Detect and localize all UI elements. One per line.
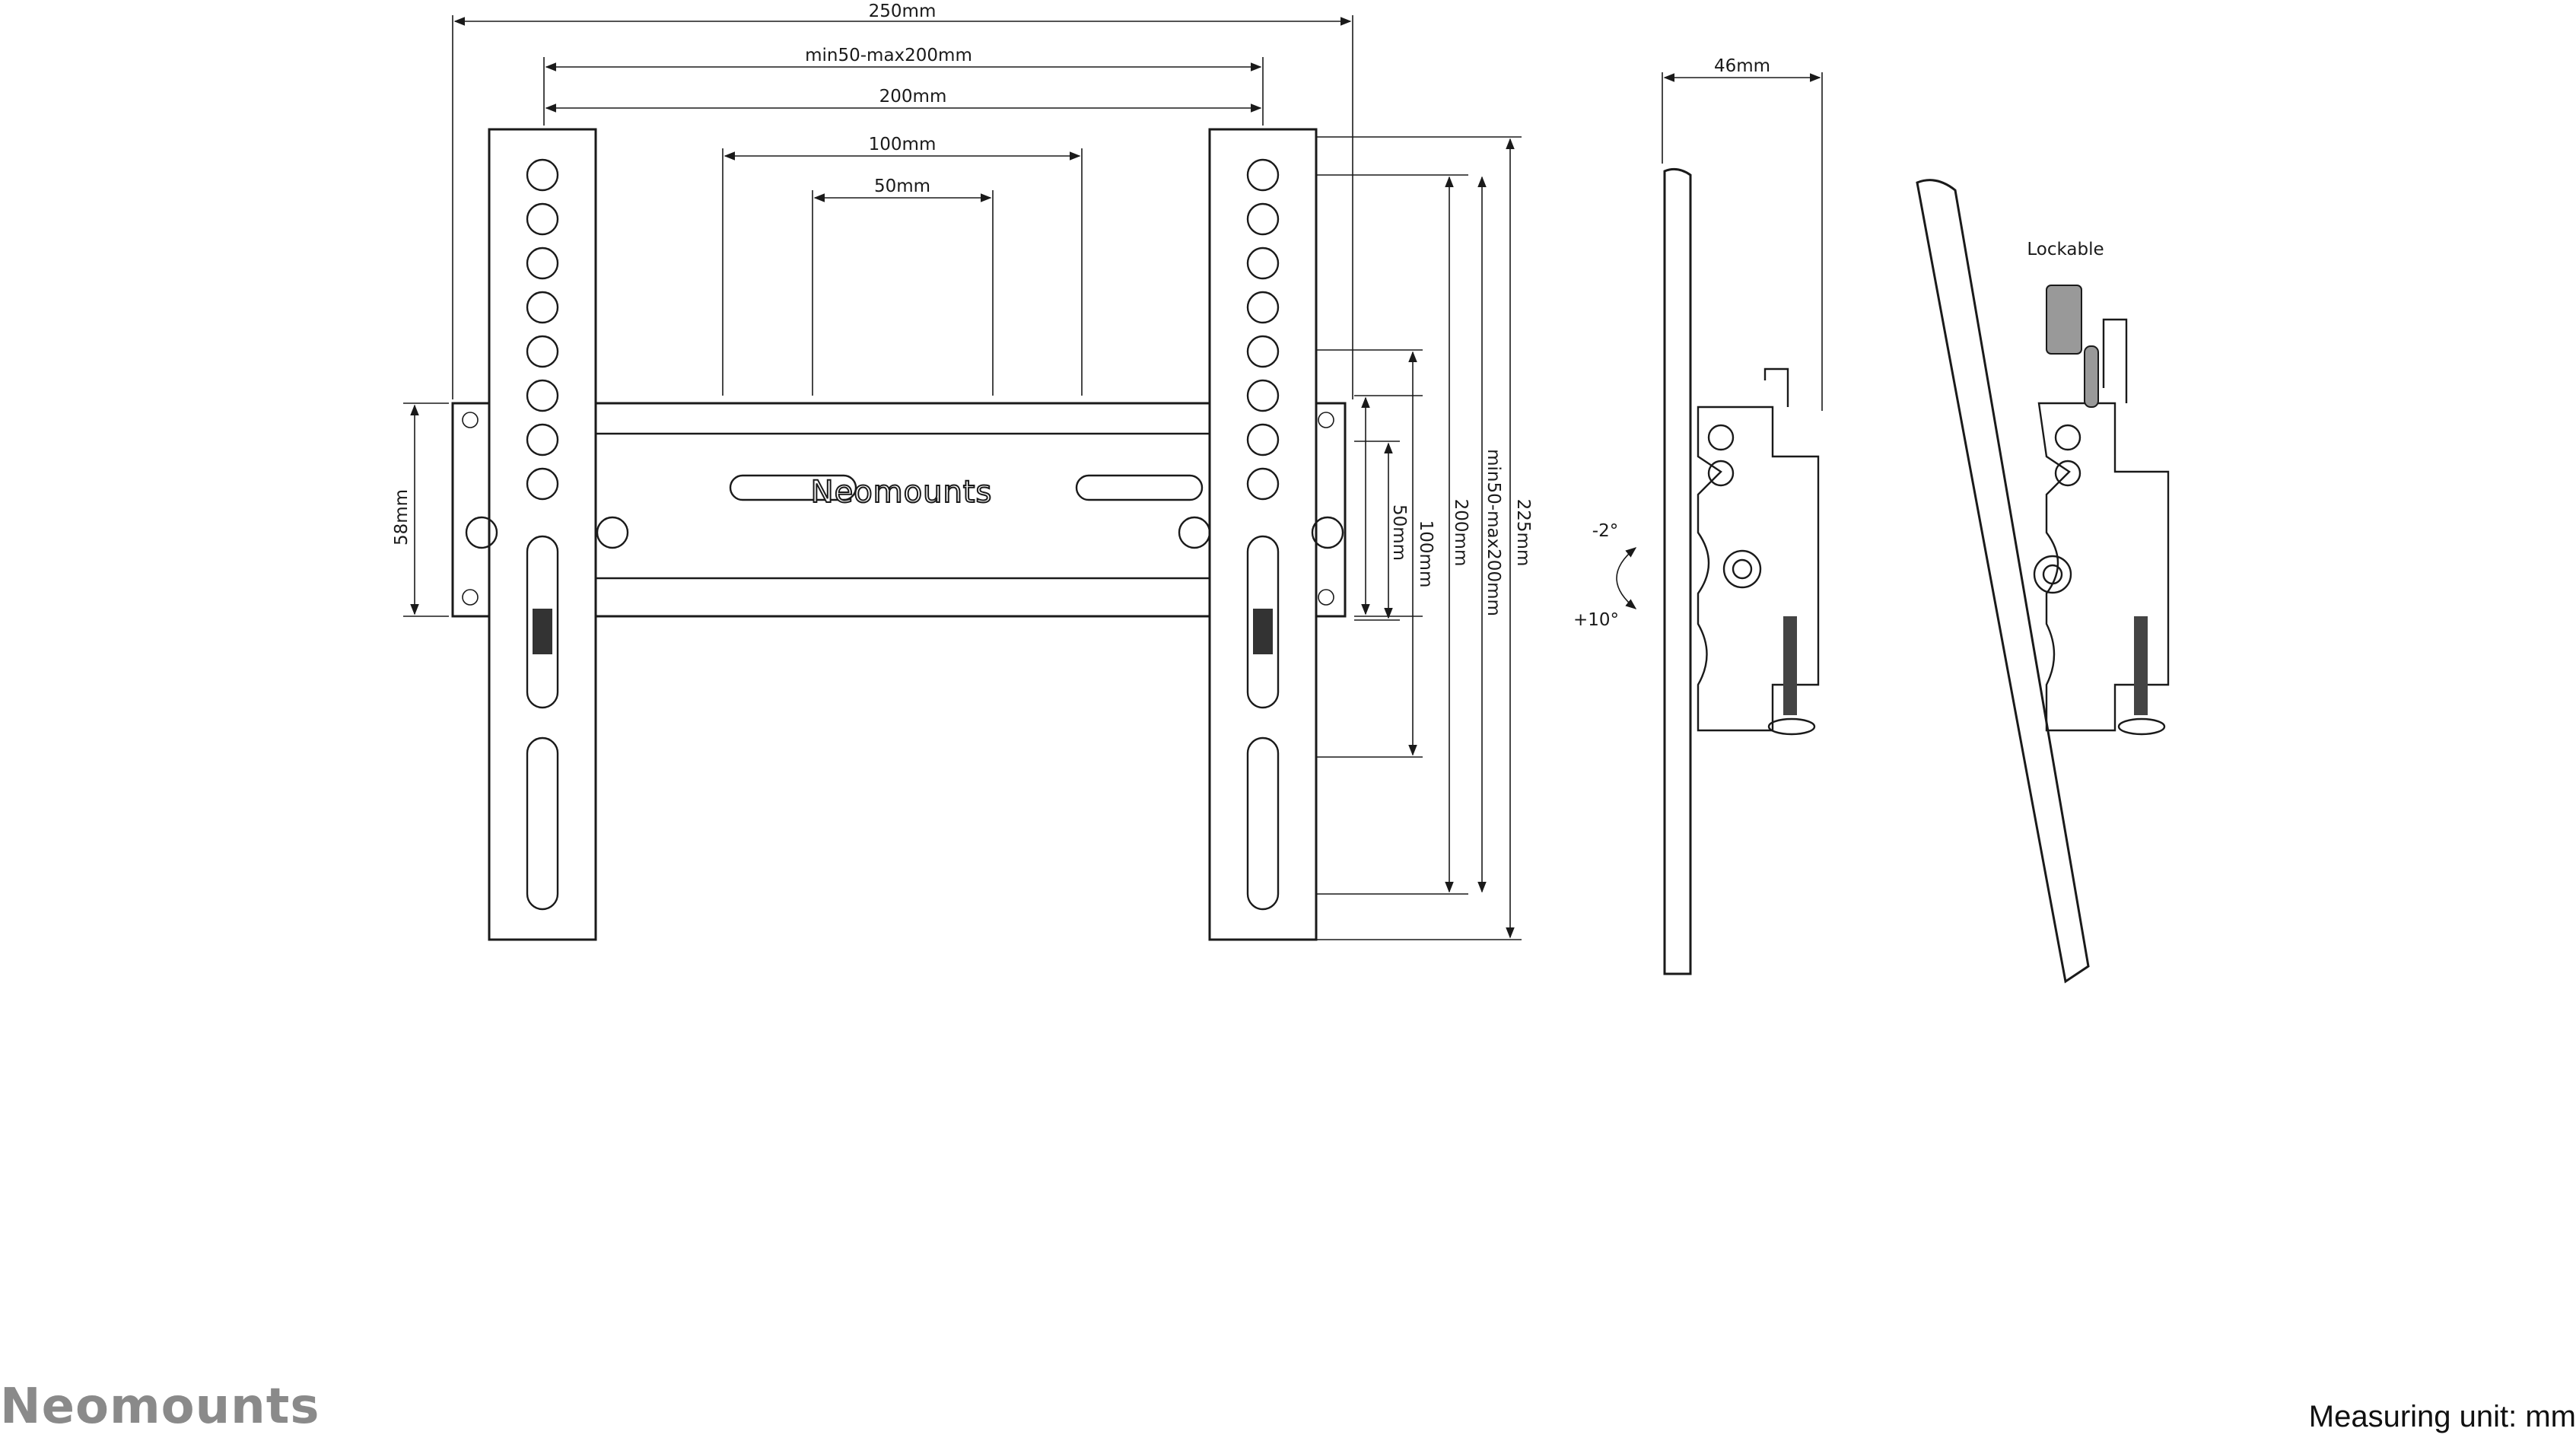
brand-logo: Neomounts — [0, 1379, 320, 1435]
mounting-hole — [1246, 423, 1280, 456]
side-view: 46mm -2° +10° — [1573, 56, 1823, 975]
mounting-hole — [526, 158, 559, 192]
vertical-dimensions: 50mm 100mm 200mm min50-max200mm 225mm — [1316, 136, 1533, 940]
mounting-hole — [526, 247, 559, 280]
mounting-hole — [1246, 247, 1280, 280]
right-vertical-plate — [1178, 128, 1344, 941]
plate-logo: Neomounts — [811, 475, 993, 510]
rail-bar: Neomounts — [592, 402, 1211, 618]
tilt-up-angle: -2° — [1592, 521, 1618, 541]
dim-depth: 46mm — [1714, 56, 1770, 76]
rail-height-dimension: 58mm — [392, 402, 449, 617]
mounting-hole — [1246, 335, 1280, 368]
mounting-hole — [1246, 202, 1280, 236]
dim-vesa-h-50: 50mm — [874, 177, 930, 196]
left-vertical-plate — [465, 128, 629, 941]
tilted-view: Lockable — [1916, 179, 2170, 984]
horizontal-dimensions: 250mm min50-max200mm 200mm 100mm 50mm — [452, 2, 1353, 399]
dim-vesa-h-200: 200mm — [879, 87, 947, 107]
dim-overall-height: 225mm — [1513, 499, 1533, 567]
mounting-hole — [1246, 291, 1280, 324]
dim-vesa-v-100: 100mm — [1416, 520, 1436, 588]
dim-vesa-h-range: min50-max200mm — [805, 46, 972, 65]
tilt-down-angle: +10° — [1573, 610, 1619, 630]
dim-rail-height: 58mm — [392, 489, 412, 546]
mounting-hole — [526, 335, 559, 368]
mounting-hole — [526, 202, 559, 236]
mounting-hole — [1246, 467, 1280, 501]
mounting-hole — [526, 467, 559, 501]
lockable-label: Lockable — [2027, 240, 2104, 259]
mounting-hole — [526, 379, 559, 412]
dim-overall-width: 250mm — [869, 2, 937, 21]
front-view: Neomounts — [392, 2, 1533, 941]
dim-vesa-h-100: 100mm — [869, 135, 937, 154]
mounting-hole — [1246, 379, 1280, 412]
dim-vesa-v-200: 200mm — [1451, 499, 1471, 567]
measuring-unit-note: Measuring unit: mm — [2308, 1400, 2576, 1433]
mounting-hole — [1246, 158, 1280, 192]
mounting-hole — [526, 291, 559, 324]
dim-vesa-v-50: 50mm — [1389, 504, 1409, 561]
dim-vesa-v-range: min50-max200mm — [1484, 449, 1503, 616]
mounting-hole — [526, 423, 559, 456]
